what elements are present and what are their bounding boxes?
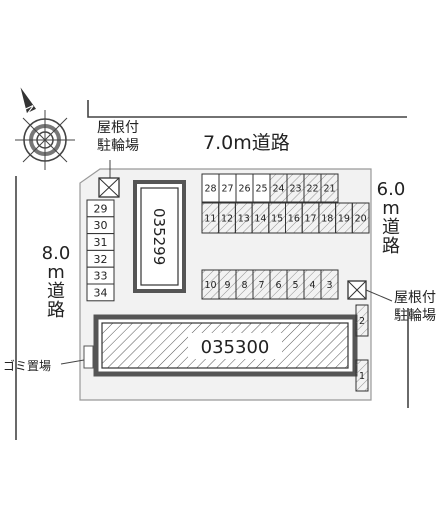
bicycle-parking-right-label: 屋根付 駐輪場 [394,289,436,325]
building-035300-label: 035300 [201,337,270,358]
parking-space-label-16: 16 [288,213,300,224]
road-edges [15,100,409,440]
road-right-char2: 路 [382,236,400,257]
parking-space-label-2: 2 [359,316,365,327]
parking-space-label-21: 21 [323,183,335,194]
parking-space-label-15: 15 [271,213,283,224]
bicycle-parking-right-line1: 屋根付 [394,290,436,306]
parking-spaces-right-column: 21 [355,304,369,392]
parking-space-label-7: 7 [258,280,264,291]
parking-space-label-10: 10 [204,280,216,291]
compass-icon: N [15,87,75,170]
parking-space-label-22: 22 [306,183,318,194]
parking-space-2 [355,304,369,337]
road-right-label: 6.0 m 道 路 [377,180,406,257]
parking-space-label-28: 28 [204,183,216,194]
parking-space-label-5: 5 [292,280,298,291]
parking-space-label-18: 18 [321,213,333,224]
road-right-width: 6.0 [376,179,406,200]
parking-space-label-4: 4 [309,280,315,291]
parking-space-label-8: 8 [241,280,247,291]
parking-space-label-12: 12 [221,213,233,224]
parking-space-label-33: 33 [94,270,108,283]
bicycle-parking-top-line2: 駐輪場 [97,138,139,154]
road-right-char1: 道 [382,217,400,238]
parking-space-label-23: 23 [289,183,301,194]
road-left-char2: 路 [47,300,65,321]
parking-spaces-second-row: 11 12 13 14 15 16 17 18 19 20 [201,202,370,234]
parking-space-label-26: 26 [238,183,250,194]
parking-space-label-11: 11 [204,213,216,224]
parking-space-20 [351,202,370,234]
parking-spaces-top-row: 28 27 26 25 24 23 22 21 [201,173,339,203]
parking-space-label-27: 27 [221,183,233,194]
parking-space-label-34: 34 [94,286,108,299]
bicycle-parking-top-label: 屋根付 駐輪場 [97,119,139,155]
parking-space-21 [320,173,339,203]
parking-space-label-20: 20 [355,213,367,224]
building-035299-label: 035299 [150,208,168,265]
bicycle-parking-right [347,280,393,302]
road-left-label: 8.0 m 道 路 [42,244,71,321]
parking-space-label-13: 13 [238,213,250,224]
parking-space-1 [355,359,369,392]
garbage-area [60,345,94,369]
road-left-unit: m [47,262,65,283]
parking-space-label-9: 9 [224,280,230,291]
parking-space-label-24: 24 [272,183,284,194]
parking-space-label-19: 19 [338,213,350,224]
compass-north-label: N [22,103,38,117]
parking-space-3 [320,269,339,300]
road-right-unit: m [382,198,400,219]
bicycle-parking-top [98,160,120,198]
parking-space-label-1: 1 [359,371,365,382]
building-035300: 035300 [93,314,358,377]
road-left-char1: 道 [47,281,65,302]
road-left-width: 8.0 [41,243,71,264]
parking-space-34 [86,283,115,302]
parking-space-label-3: 3 [326,280,332,291]
parking-space-label-30: 30 [94,219,108,232]
road-top-label: 7.0m道路 [203,132,290,154]
parking-space-label-17: 17 [305,213,317,224]
bicycle-parking-top-line1: 屋根付 [97,120,139,136]
garbage-label: ゴミ置場 [3,359,52,373]
bicycle-parking-right-line2: 駐輪場 [394,308,436,324]
parking-space-label-31: 31 [94,236,108,249]
parking-space-label-14: 14 [254,213,266,224]
parking-space-label-32: 32 [94,253,108,266]
parking-space-label-6: 6 [275,280,281,291]
building-035299: 035299 [133,180,186,293]
parking-space-label-25: 25 [255,183,267,194]
parking-space-label-29: 29 [94,202,108,215]
parking-spaces-left: 29 30 31 32 33 34 [86,199,115,302]
